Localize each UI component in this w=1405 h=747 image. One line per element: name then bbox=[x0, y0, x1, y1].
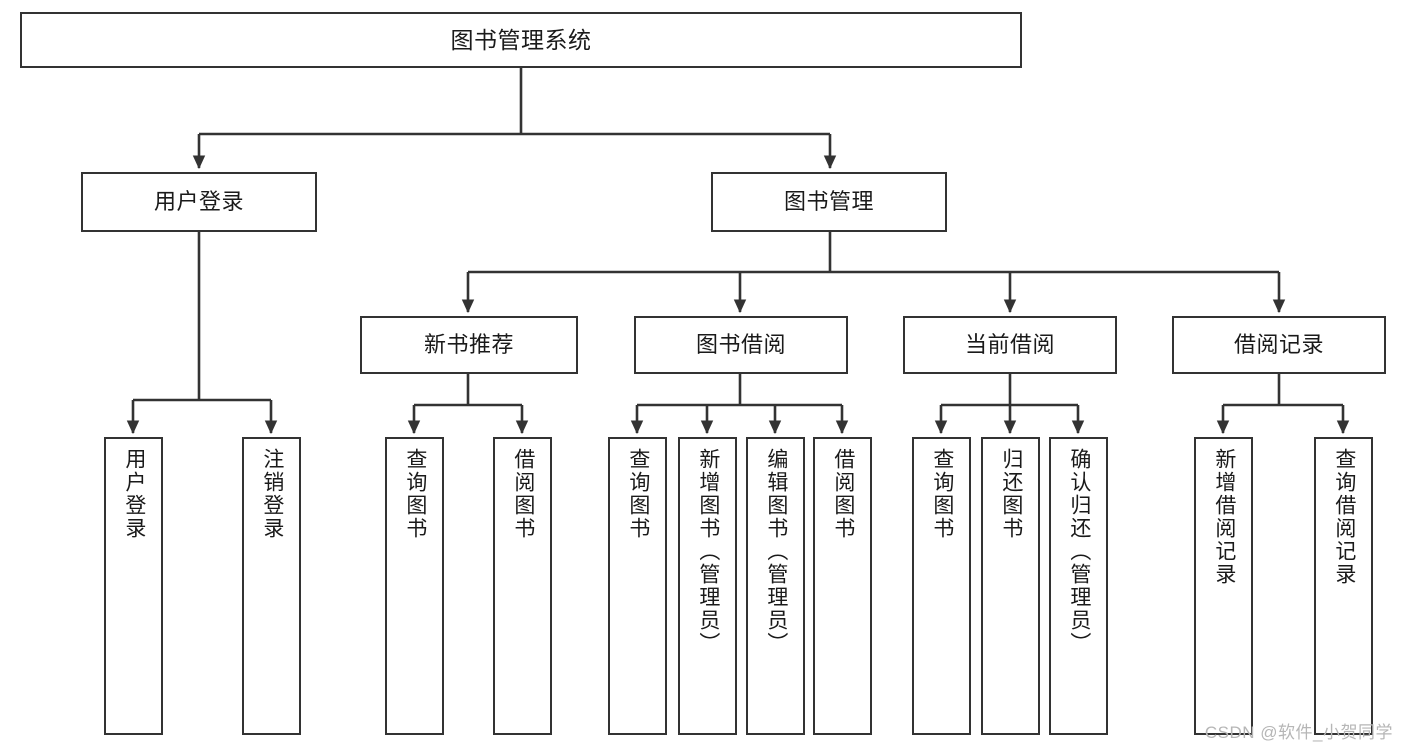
node-label: 图书管理 bbox=[783, 188, 874, 214]
node-label: 新增借阅记录 bbox=[1212, 448, 1236, 586]
node-label: 编辑图书（管理员） bbox=[764, 448, 788, 655]
node-book-borrowing[interactable]: 图书借阅 bbox=[634, 316, 848, 374]
leaf-query-books-current[interactable]: 查询图书 bbox=[912, 437, 971, 735]
node-label: 用户登录 bbox=[122, 448, 146, 540]
node-user-login[interactable]: 用户登录 bbox=[81, 172, 317, 232]
node-label: 新增图书（管理员） bbox=[696, 448, 720, 655]
node-book-management[interactable]: 图书管理 bbox=[711, 172, 947, 232]
node-label: 借阅图书 bbox=[831, 448, 855, 540]
leaf-query-borrow-record[interactable]: 查询借阅记录 bbox=[1314, 437, 1373, 735]
leaf-add-borrow-record[interactable]: 新增借阅记录 bbox=[1194, 437, 1253, 735]
leaf-borrow-books[interactable]: 借阅图书 bbox=[813, 437, 872, 735]
node-label: 图书借阅 bbox=[695, 331, 786, 357]
node-label: 借阅记录 bbox=[1233, 331, 1324, 357]
node-current-borrowing[interactable]: 当前借阅 bbox=[903, 316, 1117, 374]
leaf-return-books[interactable]: 归还图书 bbox=[981, 437, 1040, 735]
leaf-logout[interactable]: 注销登录 bbox=[242, 437, 301, 735]
node-new-book-recommendation[interactable]: 新书推荐 bbox=[360, 316, 578, 374]
node-label: 归还图书 bbox=[999, 448, 1023, 540]
watermark: CSDN @软件_小贺同学 bbox=[1204, 723, 1393, 742]
node-label: 查询图书 bbox=[403, 448, 427, 540]
leaf-confirm-return-admin[interactable]: 确认归还（管理员） bbox=[1049, 437, 1108, 735]
node-label: 注销登录 bbox=[260, 448, 284, 540]
node-borrowing-record[interactable]: 借阅记录 bbox=[1172, 316, 1386, 374]
node-label: 用户登录 bbox=[153, 188, 244, 214]
node-label: 借阅图书 bbox=[511, 448, 535, 540]
leaf-add-book-admin[interactable]: 新增图书（管理员） bbox=[678, 437, 737, 735]
node-label: 查询图书 bbox=[930, 448, 954, 540]
node-label: 查询借阅记录 bbox=[1332, 448, 1356, 586]
leaf-user-login[interactable]: 用户登录 bbox=[104, 437, 163, 735]
node-label: 图书管理系统 bbox=[450, 26, 592, 53]
leaf-edit-book-admin[interactable]: 编辑图书（管理员） bbox=[746, 437, 805, 735]
node-label: 当前借阅 bbox=[964, 331, 1055, 357]
node-label: 查询图书 bbox=[626, 448, 650, 540]
leaf-query-books-borrow[interactable]: 查询图书 bbox=[608, 437, 667, 735]
node-label: 确认归还（管理员） bbox=[1067, 448, 1091, 655]
node-label: 新书推荐 bbox=[423, 331, 514, 357]
leaf-query-books-recommend[interactable]: 查询图书 bbox=[385, 437, 444, 735]
node-root-library-management-system[interactable]: 图书管理系统 bbox=[20, 12, 1022, 68]
leaf-borrow-books-recommend[interactable]: 借阅图书 bbox=[493, 437, 552, 735]
